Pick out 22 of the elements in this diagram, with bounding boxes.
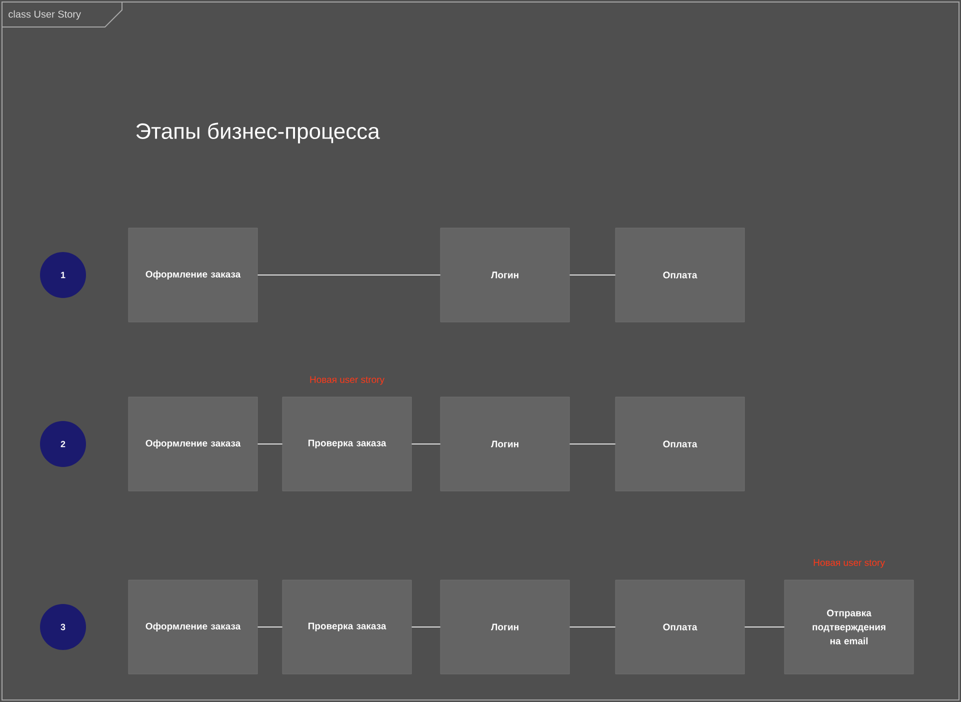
process-box: Оформление заказа — [128, 228, 258, 322]
process-box: Логин — [440, 228, 570, 322]
process-box: Проверка заказа — [282, 580, 412, 674]
process-box: Проверка заказа — [282, 396, 412, 492]
connector-line — [257, 626, 283, 628]
connector-line — [744, 626, 785, 628]
process-box: Оформление заказа — [128, 396, 258, 492]
connector-line — [411, 626, 441, 628]
note-label: Новая user story — [814, 559, 885, 568]
frame-tab: class User Story — [2, 2, 122, 28]
process-box: Оформление заказа — [128, 580, 258, 674]
connector-line — [569, 274, 616, 276]
note-label: Новая user strory — [310, 376, 384, 385]
connector-line — [569, 626, 616, 628]
title: Этапы бизнес-процесса — [136, 122, 380, 144]
process-box: Оплата — [615, 396, 745, 492]
process-box: Оплата — [615, 580, 745, 674]
process-box: Отправка подтверждения на email — [784, 580, 914, 674]
process-box: Логин — [440, 396, 570, 492]
connector-line — [257, 274, 441, 276]
process-box: Логин — [440, 580, 570, 674]
process-box: Оплата — [615, 228, 745, 322]
